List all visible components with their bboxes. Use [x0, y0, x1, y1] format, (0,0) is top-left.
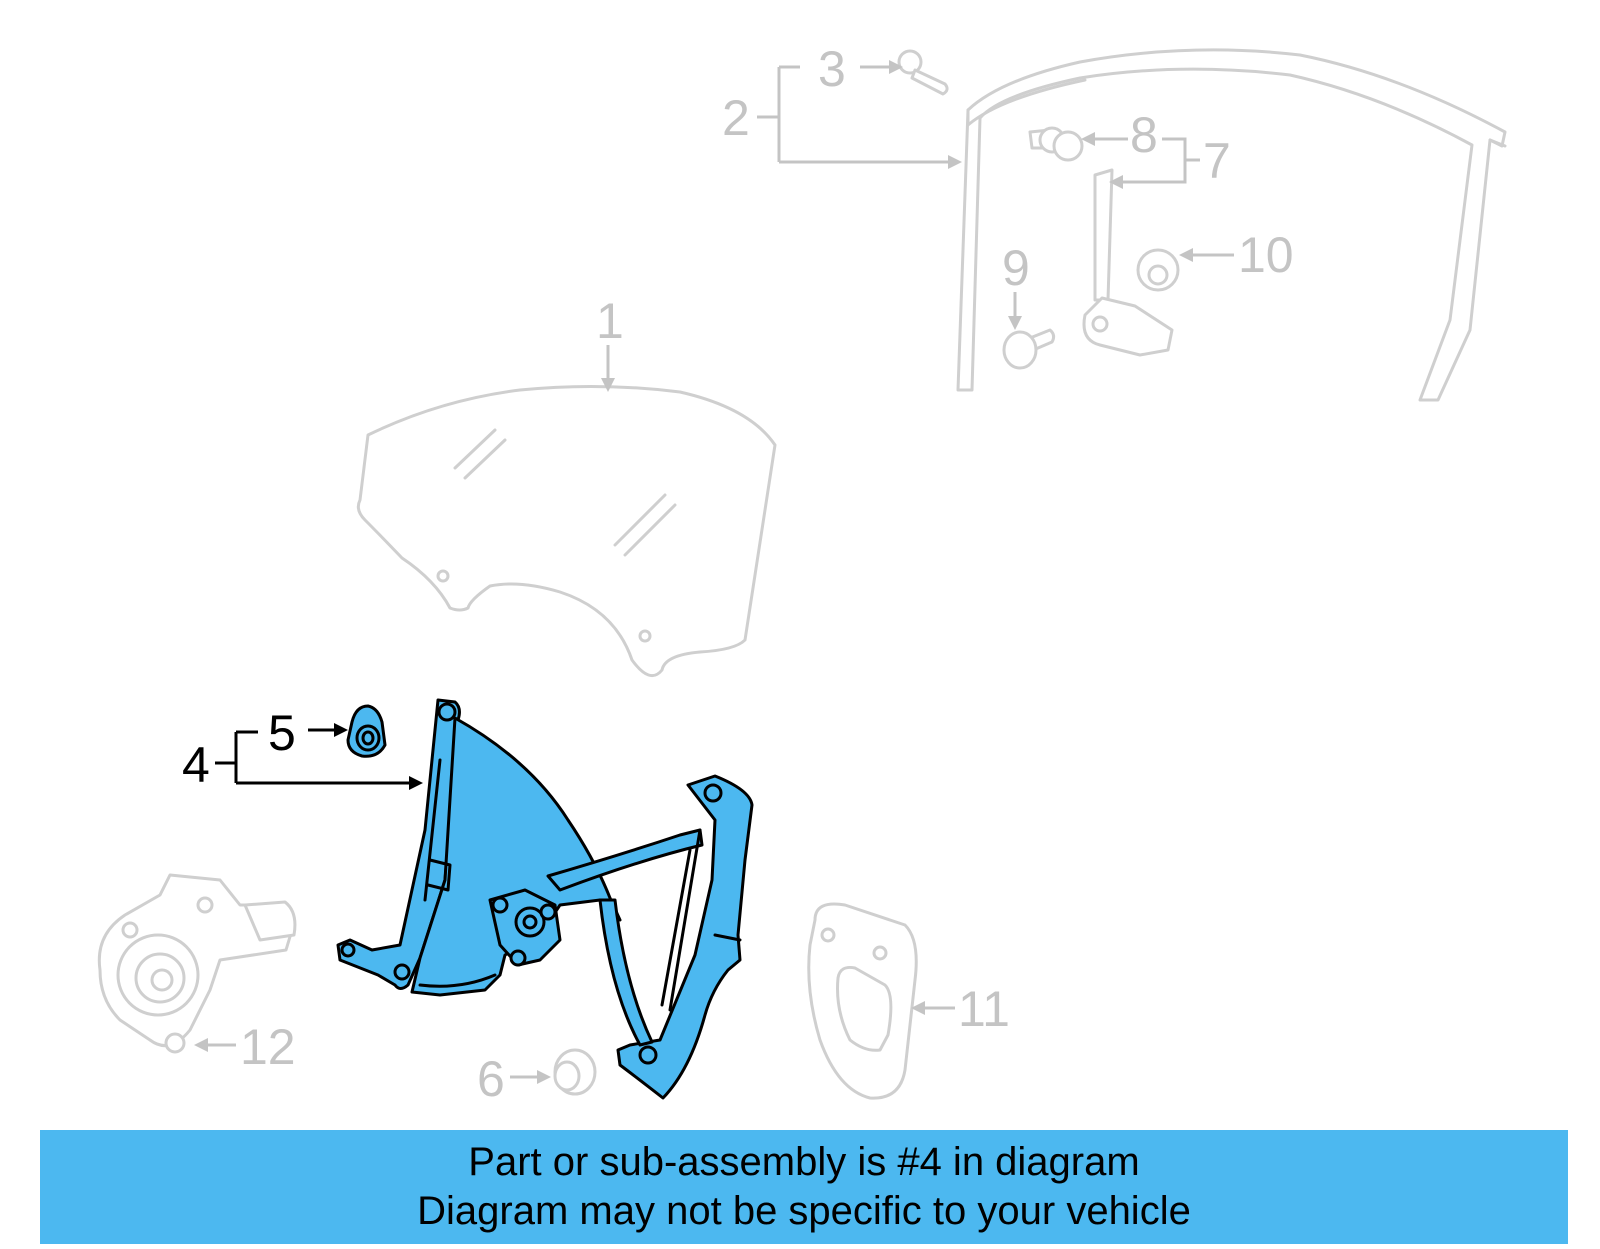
- callout-10: 10: [1238, 227, 1294, 283]
- callout-2: 2: [722, 90, 750, 146]
- access-cover-part[interactable]: [807, 902, 918, 1100]
- leader-lines-active: [215, 723, 423, 790]
- window-regulator-part[interactable]: [336, 698, 754, 1100]
- window-motor-part[interactable]: [97, 873, 297, 1054]
- nut-part-10[interactable]: [1136, 248, 1180, 292]
- banner-line-disclaimer: Diagram may not be specific to your vehi…: [417, 1189, 1191, 1233]
- guide-channel-part[interactable]: [1082, 168, 1174, 357]
- callout-5: 5: [268, 705, 296, 761]
- callout-9: 9: [1002, 240, 1030, 296]
- door-frame-part[interactable]: [956, 48, 1507, 402]
- callout-1: 1: [596, 293, 624, 349]
- callout-labels: 1 2 3 4 5 6 7 8 9 10 11 12: [182, 41, 1294, 1107]
- bolt-part[interactable]: [897, 49, 949, 96]
- callout-8: 8: [1130, 107, 1158, 163]
- callout-11: 11: [958, 981, 1010, 1037]
- leader-lines-inactive: [194, 60, 1234, 1084]
- banner-line-part: Part or sub-assembly is #4 in diagram: [468, 1140, 1140, 1184]
- door-glass-part[interactable]: [356, 384, 777, 678]
- callout-4: 4: [182, 737, 210, 793]
- callout-3: 3: [818, 41, 846, 97]
- screw-part-9[interactable]: [1002, 328, 1056, 370]
- callout-6: 6: [477, 1051, 505, 1107]
- callout-12: 12: [240, 1019, 296, 1075]
- info-banner: Part or sub-assembly is #4 in diagram Di…: [40, 1130, 1568, 1244]
- nut-part-5[interactable]: [346, 704, 387, 758]
- clip-part[interactable]: [1028, 126, 1084, 162]
- nut-part-6[interactable]: [553, 1048, 597, 1096]
- callout-7: 7: [1203, 133, 1231, 189]
